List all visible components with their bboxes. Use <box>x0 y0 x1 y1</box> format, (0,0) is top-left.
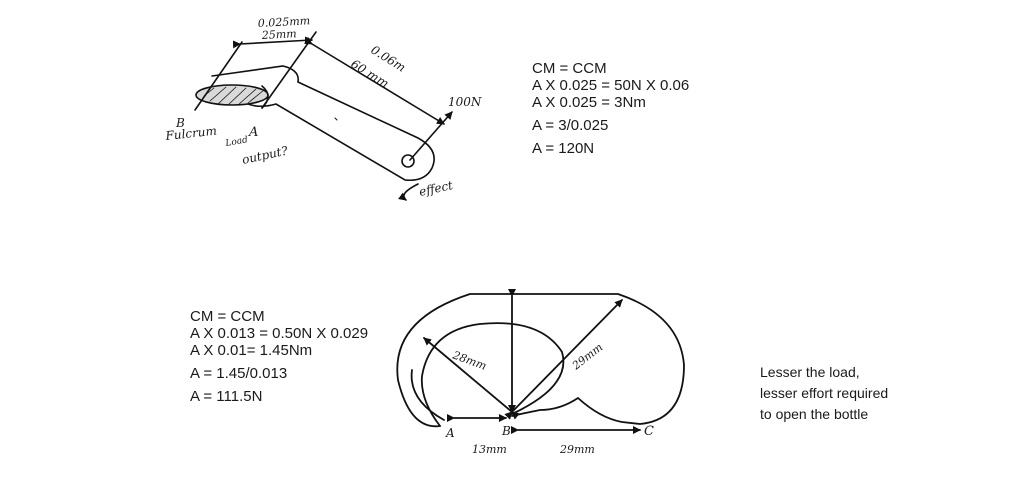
force-arrow <box>409 111 453 161</box>
inner-dim-label: 28mm <box>450 348 488 372</box>
pivot-ellipse <box>195 84 269 106</box>
lever-diagram <box>194 31 453 201</box>
equations-top: CM = CCM A X 0.025 = 50N X 0.06 A X 0.02… <box>532 60 689 157</box>
opener-point-c: C <box>644 424 654 439</box>
dim-ext-left <box>194 41 243 111</box>
opener-outline <box>396 293 685 428</box>
eq1-line3: A X 0.025 = 3Nm <box>532 94 646 111</box>
load-label: Load <box>224 135 249 149</box>
fulcrum-label: Fulcrum <box>164 124 218 143</box>
lever-body <box>211 65 435 182</box>
point-a-label: A <box>248 125 258 140</box>
opener-point-a: A <box>445 426 455 440</box>
opener-hook <box>410 369 445 421</box>
point-b-label: B <box>175 116 185 130</box>
force-label: 100N <box>448 95 482 109</box>
eq1-line1: CM = CCM <box>532 60 607 77</box>
note-line1: Lesser the load, <box>760 364 860 380</box>
eq2-line5: A = 111.5N <box>190 388 263 405</box>
eq1-line2: A X 0.025 = 50N X 0.06 <box>532 77 690 94</box>
effect-curl <box>398 183 419 201</box>
eq1-line4: A = 3/0.025 <box>532 117 609 134</box>
dim-ab-label: 13mm <box>472 443 507 456</box>
arrow-outer-diag <box>504 299 623 420</box>
dim-top-label-1: 0.025mm <box>257 14 310 30</box>
opener-labels: 28mm 29mm A B C 13mm 29mm <box>445 341 654 456</box>
output-label: output? <box>241 143 290 166</box>
outer-dim-label: 29mm <box>569 341 605 373</box>
dim-top-label-2: 25mm <box>260 27 296 42</box>
dim-ext-right <box>261 31 317 109</box>
effect-label: effect <box>418 178 455 199</box>
opener-diagram <box>396 289 685 434</box>
eq2-line1: CM = CCM <box>190 308 265 325</box>
dim-bc-label: 29mm <box>559 443 595 456</box>
note-line2: lesser effort required <box>760 385 889 401</box>
note-line3: to open the bottle <box>760 406 869 422</box>
eq2-line4: A = 1.45/0.013 <box>190 365 288 382</box>
dim-line-top <box>232 36 313 49</box>
lever-labels: 0.025mm 25mm 0.06m 60 mm 100N B Fulcrum … <box>164 14 482 199</box>
arrow-inner-diag <box>423 337 520 420</box>
effort-hole <box>401 154 415 168</box>
opener-point-b: B <box>501 424 511 438</box>
eq1-line5: A = 120N <box>532 140 595 157</box>
eq2-line3: A X 0.01= 1.45Nm <box>190 342 313 359</box>
conclusion-note: Lesser the load, lesser effort required … <box>760 362 888 425</box>
equations-bottom: CM = CCM A X 0.013 = 0.50N X 0.029 A X 0… <box>190 308 368 405</box>
dim-line-long <box>303 36 445 125</box>
eq2-line2: A X 0.013 = 0.50N X 0.029 <box>190 325 369 342</box>
